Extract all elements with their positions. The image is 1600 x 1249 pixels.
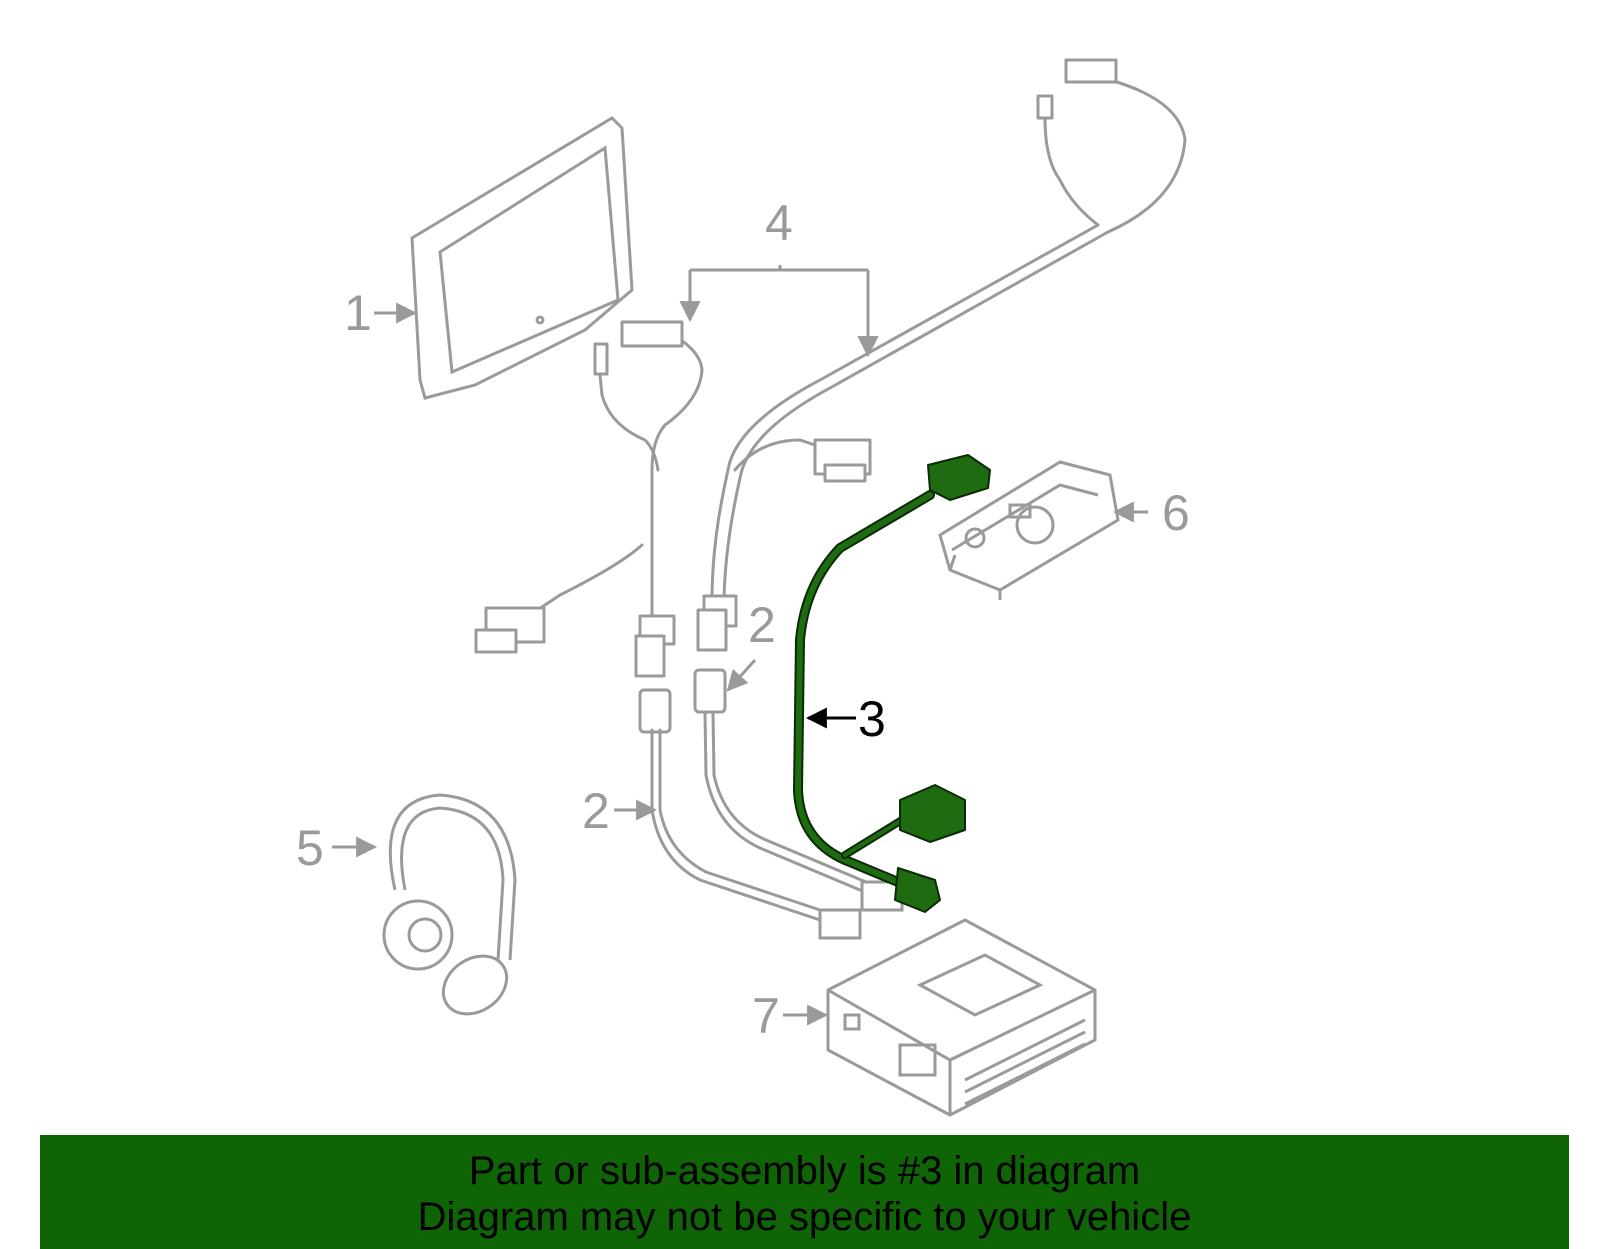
callout-2-upper: 2	[748, 597, 776, 653]
main-harness-part	[474, 58, 1187, 678]
control-unit-part	[938, 460, 1120, 600]
callout-4: 4	[765, 195, 793, 251]
highlighted-cable-part-3	[793, 454, 991, 913]
callout-7: 7	[752, 988, 780, 1044]
callout-2-lower: 2	[582, 783, 610, 839]
info-banner: Part or sub-assembly is #3 in diagram Di…	[40, 1135, 1569, 1249]
display-screen-part	[410, 116, 634, 400]
callout-leaders	[332, 265, 1148, 1026]
banner-line-1: Part or sub-assembly is #3 in diagram	[468, 1149, 1141, 1193]
banner-line-2: Diagram may not be specific to your vehi…	[417, 1195, 1192, 1239]
headphones-part	[382, 793, 517, 1016]
callout-1: 1	[344, 285, 372, 341]
media-unit-part	[826, 918, 1097, 1117]
callout-6: 6	[1162, 485, 1190, 541]
callout-5: 5	[296, 820, 324, 876]
parts-diagram: 1 4 6 2 3 2 5 7	[296, 58, 1190, 1117]
callout-3: 3	[858, 691, 886, 747]
